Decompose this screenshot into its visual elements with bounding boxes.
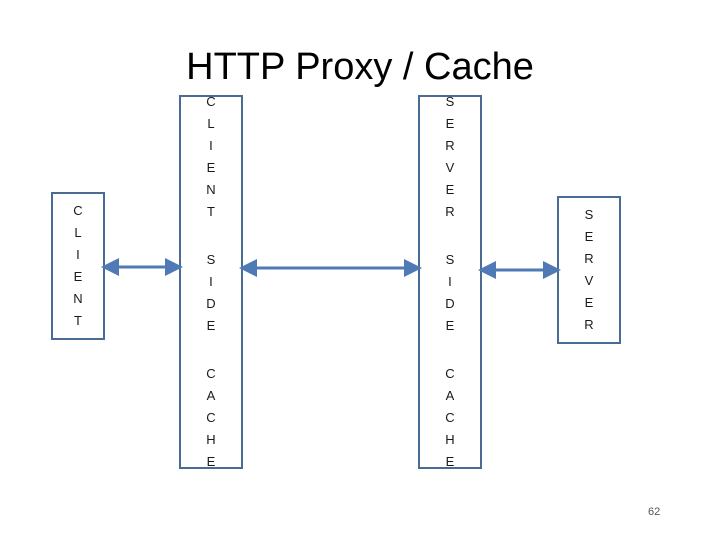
slide-title: HTTP Proxy / Cache [186,46,534,88]
proxy-server-word-3-letter: A [445,388,455,403]
proxy-server-word-2-letter: I [448,274,452,289]
client-label-letter: C [73,203,83,218]
proxy-server-word-2-letter: D [445,296,455,311]
server-label-letter: S [584,207,594,222]
server-label-letter: E [584,229,594,244]
proxy-client-word-3-letter: H [206,432,216,447]
client-label-letter: I [76,247,80,262]
server-label-letter: E [584,295,594,310]
proxy-server-word-1-letter: V [445,160,455,175]
proxy-server-word-1-letter: E [445,182,455,197]
client-label-letter: T [74,313,82,328]
proxy-client-word-1-letter: E [206,160,216,175]
page-number: 62 [648,506,661,518]
proxy-client-word-3-letter: C [206,366,216,381]
proxy-server-word-2-letter: E [445,318,455,333]
proxy-client-word-2-letter: S [206,252,216,267]
proxy-client-word-2-letter: D [206,296,216,311]
proxy-server-word-3-letter: H [445,432,455,447]
proxy-client-word-1-letter: N [206,182,216,197]
server-label-letter: R [584,251,594,266]
proxy-server-word-1-letter: S [445,94,455,109]
proxy-client-word-3-letter: E [206,454,216,469]
proxy-server-word-3-letter: C [445,410,455,425]
proxy-client-word-1-letter: I [209,138,213,153]
proxy-client-word-1-letter: C [206,94,216,109]
proxy-server-word-3-letter: C [445,366,455,381]
proxy-client-word-3-letter: C [206,410,216,425]
proxy-server-word-2-letter: S [445,252,455,267]
proxy-client-word-2-letter: E [206,318,216,333]
proxy-client-word-2-letter: I [209,274,213,289]
proxy-client-word-3-letter: A [206,388,216,403]
proxy-client-word-1-letter: T [207,204,215,219]
server-label-letter: V [584,273,594,288]
proxy-server-word-1-letter: E [445,116,455,131]
server-label-letter: R [584,317,594,332]
client-label-letter: E [73,269,83,284]
proxy-server-word-1-letter: R [445,138,455,153]
proxy-client-word-1-letter: L [207,116,215,131]
client-label-letter: L [74,225,82,240]
proxy-server-word-1-letter: R [445,204,455,219]
proxy-server-word-3-letter: E [445,454,455,469]
client-label-letter: N [73,291,83,306]
